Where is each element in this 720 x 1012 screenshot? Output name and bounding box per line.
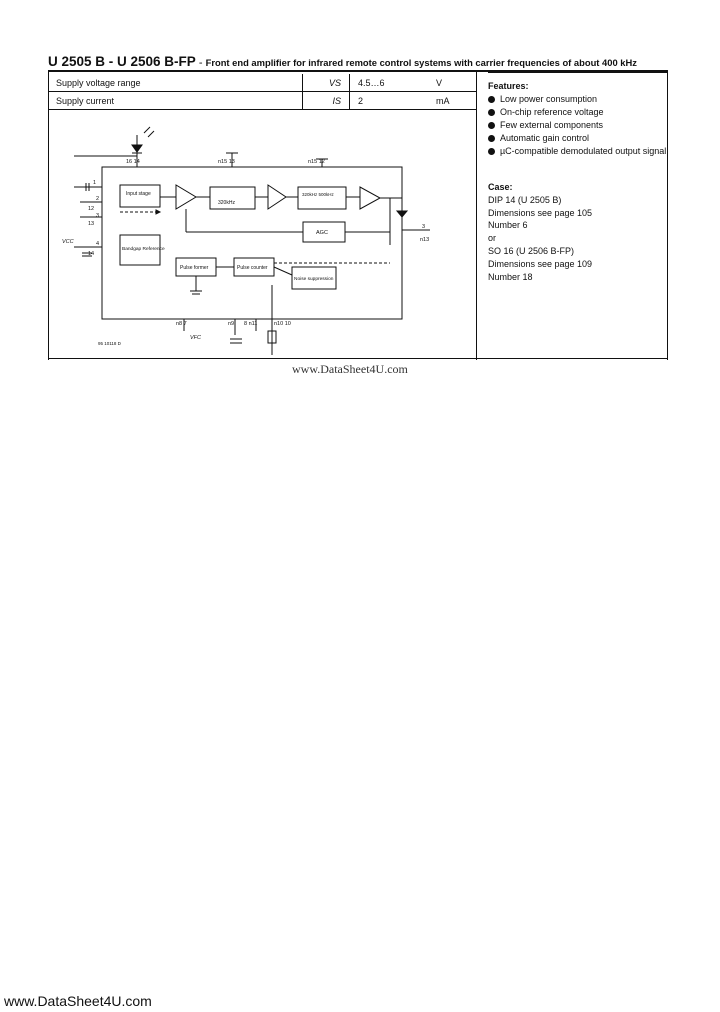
features-section: Features: Low power consumption On-chip …: [488, 80, 668, 158]
bullet-icon: [488, 122, 495, 129]
part-description: Front end amplifier for infrared remote …: [205, 57, 637, 68]
noise-suppression-label: Noise suppression: [294, 276, 334, 282]
vfc-label: VFC: [190, 335, 201, 341]
block-diagram: 16 14 n15 13 n15 12 Input stage Bandgap …: [62, 126, 430, 355]
pin-label-10: n10 10: [274, 321, 291, 327]
light-arrow-icon: [143, 126, 151, 134]
param-unit: V: [428, 74, 476, 92]
bullet-icon: [488, 96, 495, 103]
ic-outline: [101, 166, 403, 320]
pin-label-4: 4: [96, 241, 99, 247]
pin-label-8: 8 n11: [244, 321, 257, 327]
list-item: On-chip reference voltage: [488, 106, 668, 119]
pulse-former-label: Pulse former: [180, 265, 209, 271]
feature-text: µC-compatible demodulated output signal: [500, 146, 667, 156]
list-item: Automatic gain control: [488, 132, 668, 145]
amplifier-3-icon: [359, 186, 382, 210]
bullet-icon: [488, 148, 495, 155]
pin-label-2: 2: [96, 196, 99, 202]
frame-bottom: [48, 358, 668, 359]
param-value: 4.5…6: [349, 74, 428, 92]
case-section: Case: DIP 14 (U 2505 B) Dimensions see p…: [488, 181, 668, 283]
case-line: Number 6: [488, 220, 528, 231]
case-line: DIP 14 (U 2505 B): [488, 194, 562, 205]
features-heading: Features:: [488, 81, 529, 91]
figure-id: 95 10118 D: [98, 341, 122, 346]
feature-text: Low power consumption: [500, 94, 598, 104]
pulse-counter-label: Pulse counter: [237, 265, 268, 271]
filter-1-label: 320kHz: [218, 200, 235, 206]
features-list: Low power consumption On-chip reference …: [488, 93, 668, 158]
title-separator: -: [195, 57, 206, 69]
pin-label-13: n15 13: [218, 159, 235, 165]
title-rule: [48, 70, 668, 72]
filter-1-block: [209, 186, 256, 210]
param-unit: mA: [428, 91, 476, 110]
param-symbol: IS: [302, 91, 350, 110]
resistor-icon: [267, 330, 277, 344]
pin-label-13-right: n13: [420, 237, 429, 243]
frame-divider: [476, 72, 477, 360]
agc-label: AGC: [316, 230, 328, 236]
noise-suppression-block: [291, 266, 337, 290]
case-line: or: [488, 233, 497, 244]
case-line: SO 16 (U 2506 B-FP): [488, 245, 575, 256]
watermark-center: www.DataSheet4U.com: [292, 362, 408, 376]
param-value: 2: [349, 91, 428, 110]
part-numbers: U 2505 B - U 2506 B-FP: [48, 54, 196, 69]
bullet-icon: [488, 135, 495, 142]
case-line: Number 18: [488, 271, 533, 282]
bandgap-label: Bandgap Reference: [122, 246, 165, 252]
list-item: µC-compatible demodulated output signal: [488, 145, 668, 158]
arrow-head-icon: [155, 209, 162, 215]
pin-label-7: n8 7: [176, 321, 187, 327]
pin-label-13b: 13: [88, 221, 94, 227]
pin-label-12: n15 12: [308, 159, 325, 165]
pin-label-1: 1: [93, 180, 96, 186]
table-row: Supply voltage range VS 4.5…6 V: [48, 74, 476, 92]
input-stage-block: [119, 184, 161, 208]
pin-label-9: n9: [228, 321, 234, 327]
case-line: Dimensions see page 105: [488, 207, 593, 218]
pin-label-12b: 12: [88, 206, 94, 212]
filter-2-label: 320kHz 500kHz: [302, 192, 335, 197]
pin-label-3-right: 3: [422, 224, 425, 230]
case-heading: Case:: [488, 182, 513, 192]
amplifier-2-icon: [267, 184, 287, 210]
photodiode-icon: [131, 144, 143, 153]
bandgap-block: [119, 234, 161, 266]
feature-text: Automatic gain control: [500, 133, 590, 143]
feature-text: On-chip reference voltage: [500, 107, 604, 117]
document-title: U 2505 B - U 2506 B-FP - Front end ampli…: [48, 54, 688, 69]
wire: [273, 266, 293, 276]
watermark-bottom: www.DataSheet4U.com: [4, 993, 152, 1009]
param-label: Supply voltage range: [48, 74, 303, 92]
pin-label-16-14: 16 14: [126, 159, 140, 165]
output-diode-icon: [395, 210, 409, 218]
input-stage-label: Input stage: [126, 191, 151, 197]
frame-right: [667, 72, 668, 360]
pin-label-3: 3: [96, 213, 99, 219]
filter-2-block: [297, 186, 347, 210]
features-rule: [488, 72, 668, 73]
feature-text: Few external components: [500, 120, 604, 130]
vcc-label: VCC: [62, 239, 74, 245]
table-row: Supply current IS 2 mA: [48, 91, 476, 110]
list-item: Few external components: [488, 119, 668, 132]
bullet-icon: [488, 109, 495, 116]
amplifier-1-icon: [175, 184, 197, 210]
param-label: Supply current: [48, 91, 303, 110]
pin-label-14: 14: [88, 251, 94, 257]
list-item: Low power consumption: [488, 93, 668, 106]
case-line: Dimensions see page 109: [488, 258, 593, 269]
parameters-table: Supply voltage range VS 4.5…6 V Supply c…: [48, 74, 476, 110]
light-arrow-icon: [147, 130, 155, 138]
param-symbol: VS: [302, 74, 350, 92]
frame-left: [48, 72, 49, 360]
